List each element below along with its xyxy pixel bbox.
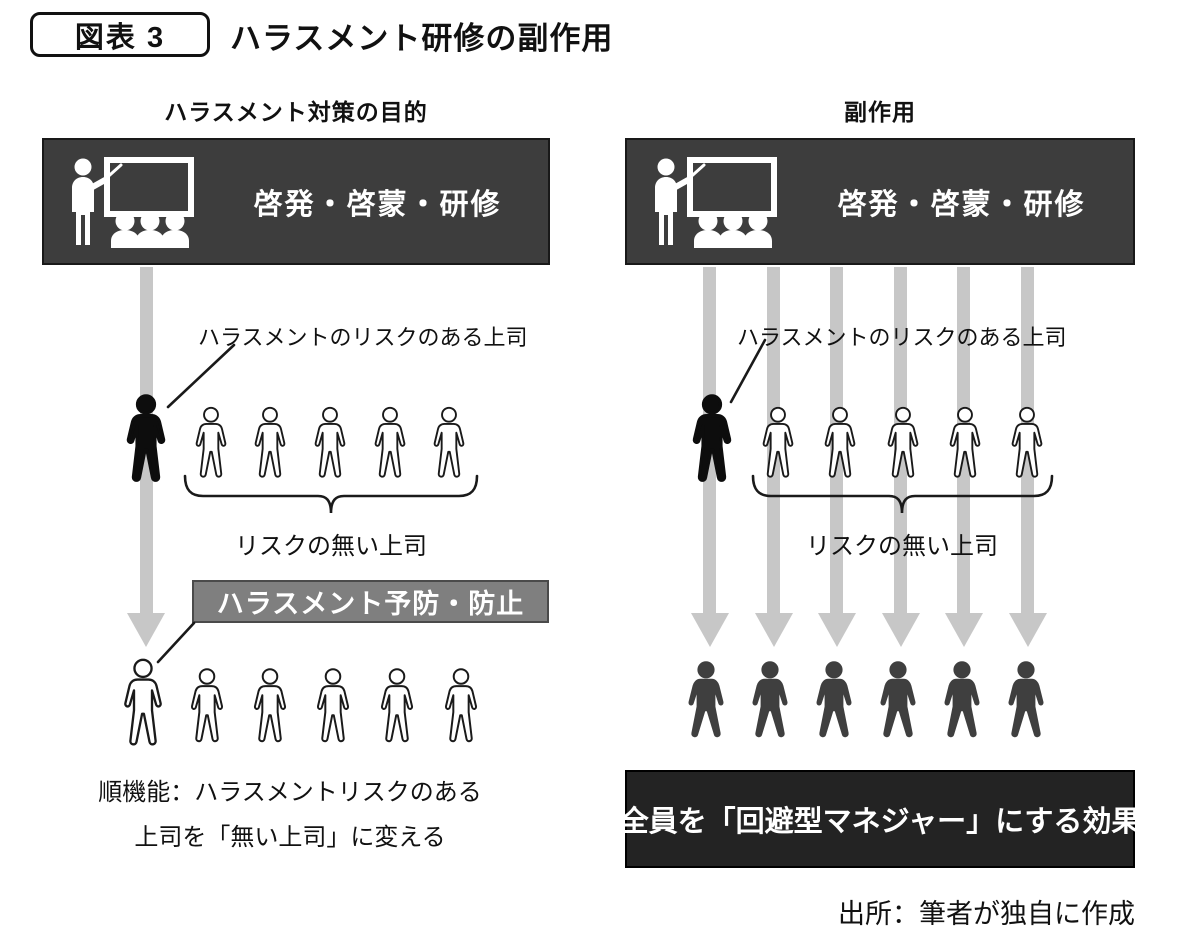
right-column-heading: 副作用 <box>844 99 916 125</box>
right-training-box-label: 啓発・啓蒙・研修 <box>837 188 1086 221</box>
avoidant-manager-icon <box>1002 657 1050 745</box>
left-no-risk-label: リスクの無い上司 <box>235 533 427 560</box>
leader-line <box>166 343 236 409</box>
left-training-box: 啓発・啓蒙・研修 <box>42 138 550 265</box>
prevention-box-label: ハラスメント予防・防止 <box>216 589 525 619</box>
converted-boss-icon <box>184 665 230 747</box>
left-caption: 順機能：ハラスメントリスクのある 上司を「無い上司」に変える <box>50 770 530 860</box>
down-arrow-head <box>882 613 920 647</box>
down-arrow-head <box>691 613 729 647</box>
down-arrow-head <box>818 613 856 647</box>
down-arrow-head <box>945 613 983 647</box>
down-arrow-head <box>1009 613 1047 647</box>
left-training-box-label: 啓発・啓蒙・研修 <box>253 188 502 221</box>
converted-boss-icon <box>247 665 293 747</box>
no-risk-boss-icon <box>1005 404 1049 482</box>
left-caption-line1: 順機能：ハラスメントリスクのある <box>98 779 482 806</box>
no-risk-boss-icon <box>189 404 233 482</box>
risk-boss-icon <box>119 392 173 486</box>
no-risk-boss-icon <box>881 404 925 482</box>
no-risk-boss-icon <box>818 404 862 482</box>
left-risk-boss-label: ハラスメントのリスクのある上司 <box>198 325 528 350</box>
no-risk-boss-icon <box>427 404 471 482</box>
avoidant-manager-icon <box>746 657 794 745</box>
figure-badge: 図表 3 <box>30 12 210 57</box>
right-no-risk-label: リスクの無い上司 <box>806 533 998 560</box>
avoidant-manager-icon <box>682 657 730 745</box>
right-training-box: 啓発・啓蒙・研修 <box>625 138 1135 265</box>
no-risk-boss-icon <box>248 404 292 482</box>
avoidant-manager-icon <box>938 657 986 745</box>
right-risk-boss-label: ハラスメントのリスクのある上司 <box>737 325 1067 350</box>
left-column-heading: ハラスメント対策の目的 <box>164 99 428 125</box>
effect-box-label: 全員を「回避型マネジャー」にする効果 <box>619 806 1141 838</box>
avoidant-manager-icon <box>874 657 922 745</box>
no-risk-boss-icon <box>943 404 987 482</box>
no-risk-boss-icon <box>308 404 352 482</box>
down-arrow-head <box>755 613 793 647</box>
figure-title: ハラスメント研修の副作用 <box>230 21 614 56</box>
converted-boss-icon <box>374 665 420 747</box>
converted-boss-icon <box>438 665 484 747</box>
down-arrow-head <box>127 613 165 647</box>
prevention-box: ハラスメント予防・防止 <box>192 580 549 623</box>
left-caption-line2: 上司を「無い上司」に変える <box>134 824 446 851</box>
converted-boss-icon <box>116 657 170 749</box>
converted-boss-icon <box>310 665 356 747</box>
presenter-icon <box>60 155 210 251</box>
risk-boss-icon <box>685 392 739 486</box>
source-note: 出所：筆者が独自に作成 <box>838 899 1135 929</box>
avoidant-manager-icon <box>810 657 858 745</box>
figure-badge-label: 図表 3 <box>74 21 166 54</box>
no-risk-boss-icon <box>368 404 412 482</box>
presenter-icon <box>643 155 793 251</box>
effect-box: 全員を「回避型マネジャー」にする効果 <box>620 770 1140 868</box>
no-risk-boss-icon <box>756 404 800 482</box>
